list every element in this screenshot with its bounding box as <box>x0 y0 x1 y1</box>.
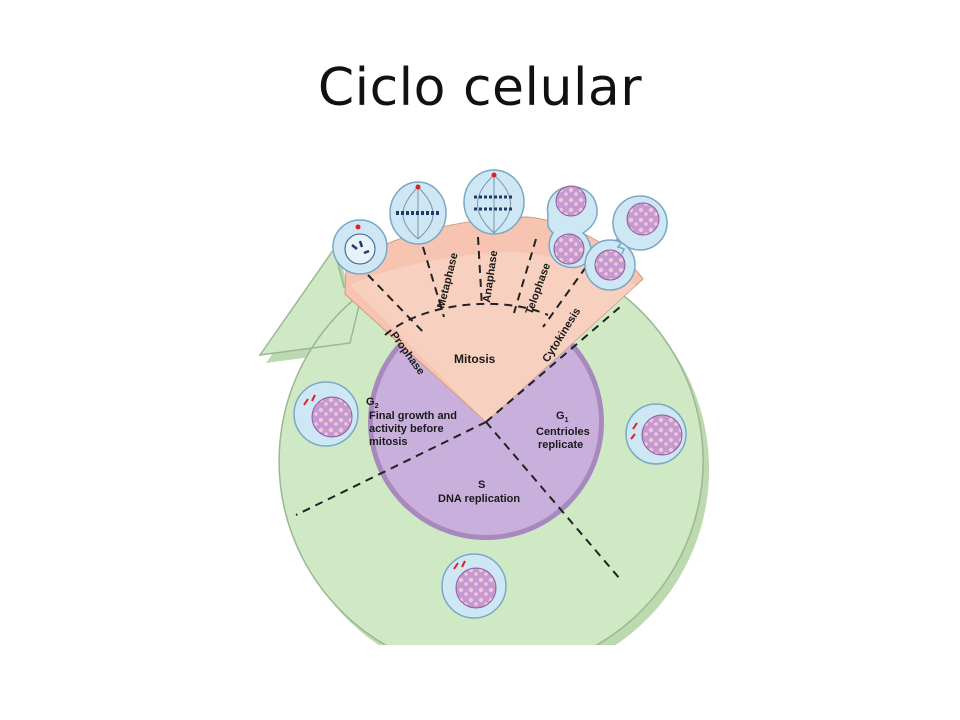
cell-g1 <box>625 403 687 465</box>
label-g1: G1 <box>556 410 569 424</box>
phase-boundaries <box>295 236 621 580</box>
label-mitosis: Mitosis <box>454 352 496 366</box>
cell-g2 <box>293 381 359 447</box>
label-g1-description: Centrioles replicate <box>536 426 593 451</box>
cell-cytokinesis <box>584 195 668 291</box>
cell-anaphase <box>463 169 525 235</box>
label-s: S <box>478 479 485 491</box>
cell-cycle-figure: Prophase Metaphase Anaphase Telophase Cy… <box>248 167 712 645</box>
cell-cycle-diagram: Prophase Metaphase Anaphase Telophase Cy… <box>258 169 710 645</box>
cell-telophase <box>546 185 598 269</box>
cell-prophase <box>332 219 388 275</box>
label-g2-description: Final growth and activity before mitosis <box>369 410 460 448</box>
cell-metaphase <box>389 181 447 245</box>
slide-title: Ciclo celular <box>317 58 643 118</box>
label-g2: G2 <box>366 396 379 410</box>
label-s-description: DNA replication <box>438 493 520 505</box>
cell-s <box>441 553 507 619</box>
